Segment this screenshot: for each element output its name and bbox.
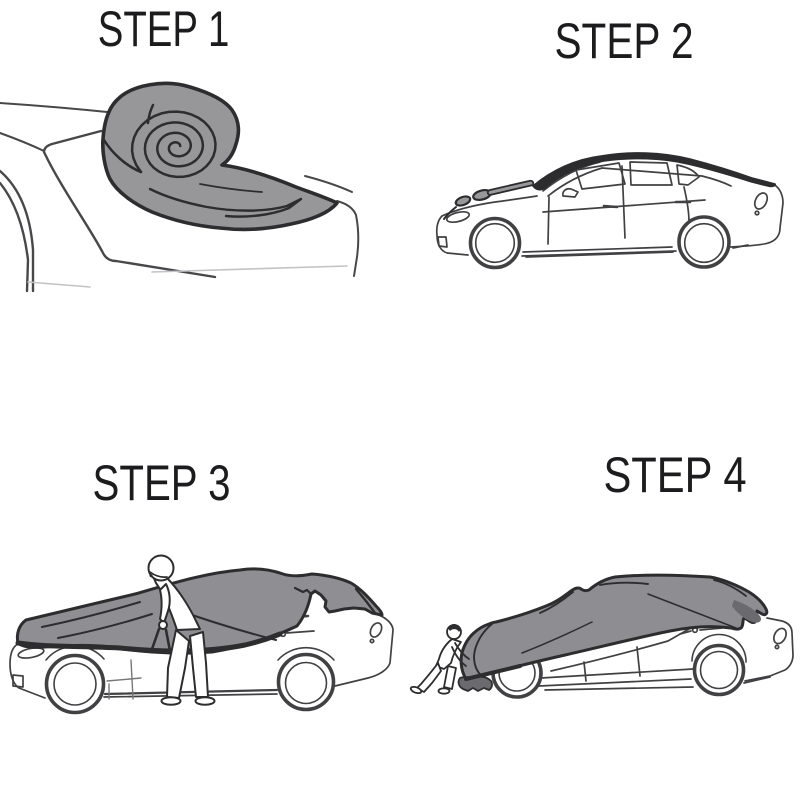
svg-text:STEP 2: STEP 2: [555, 13, 694, 69]
svg-text:STEP 4: STEP 4: [603, 446, 746, 502]
svg-text:STEP 1: STEP 1: [98, 2, 230, 57]
svg-text:STEP 3: STEP 3: [93, 455, 231, 511]
